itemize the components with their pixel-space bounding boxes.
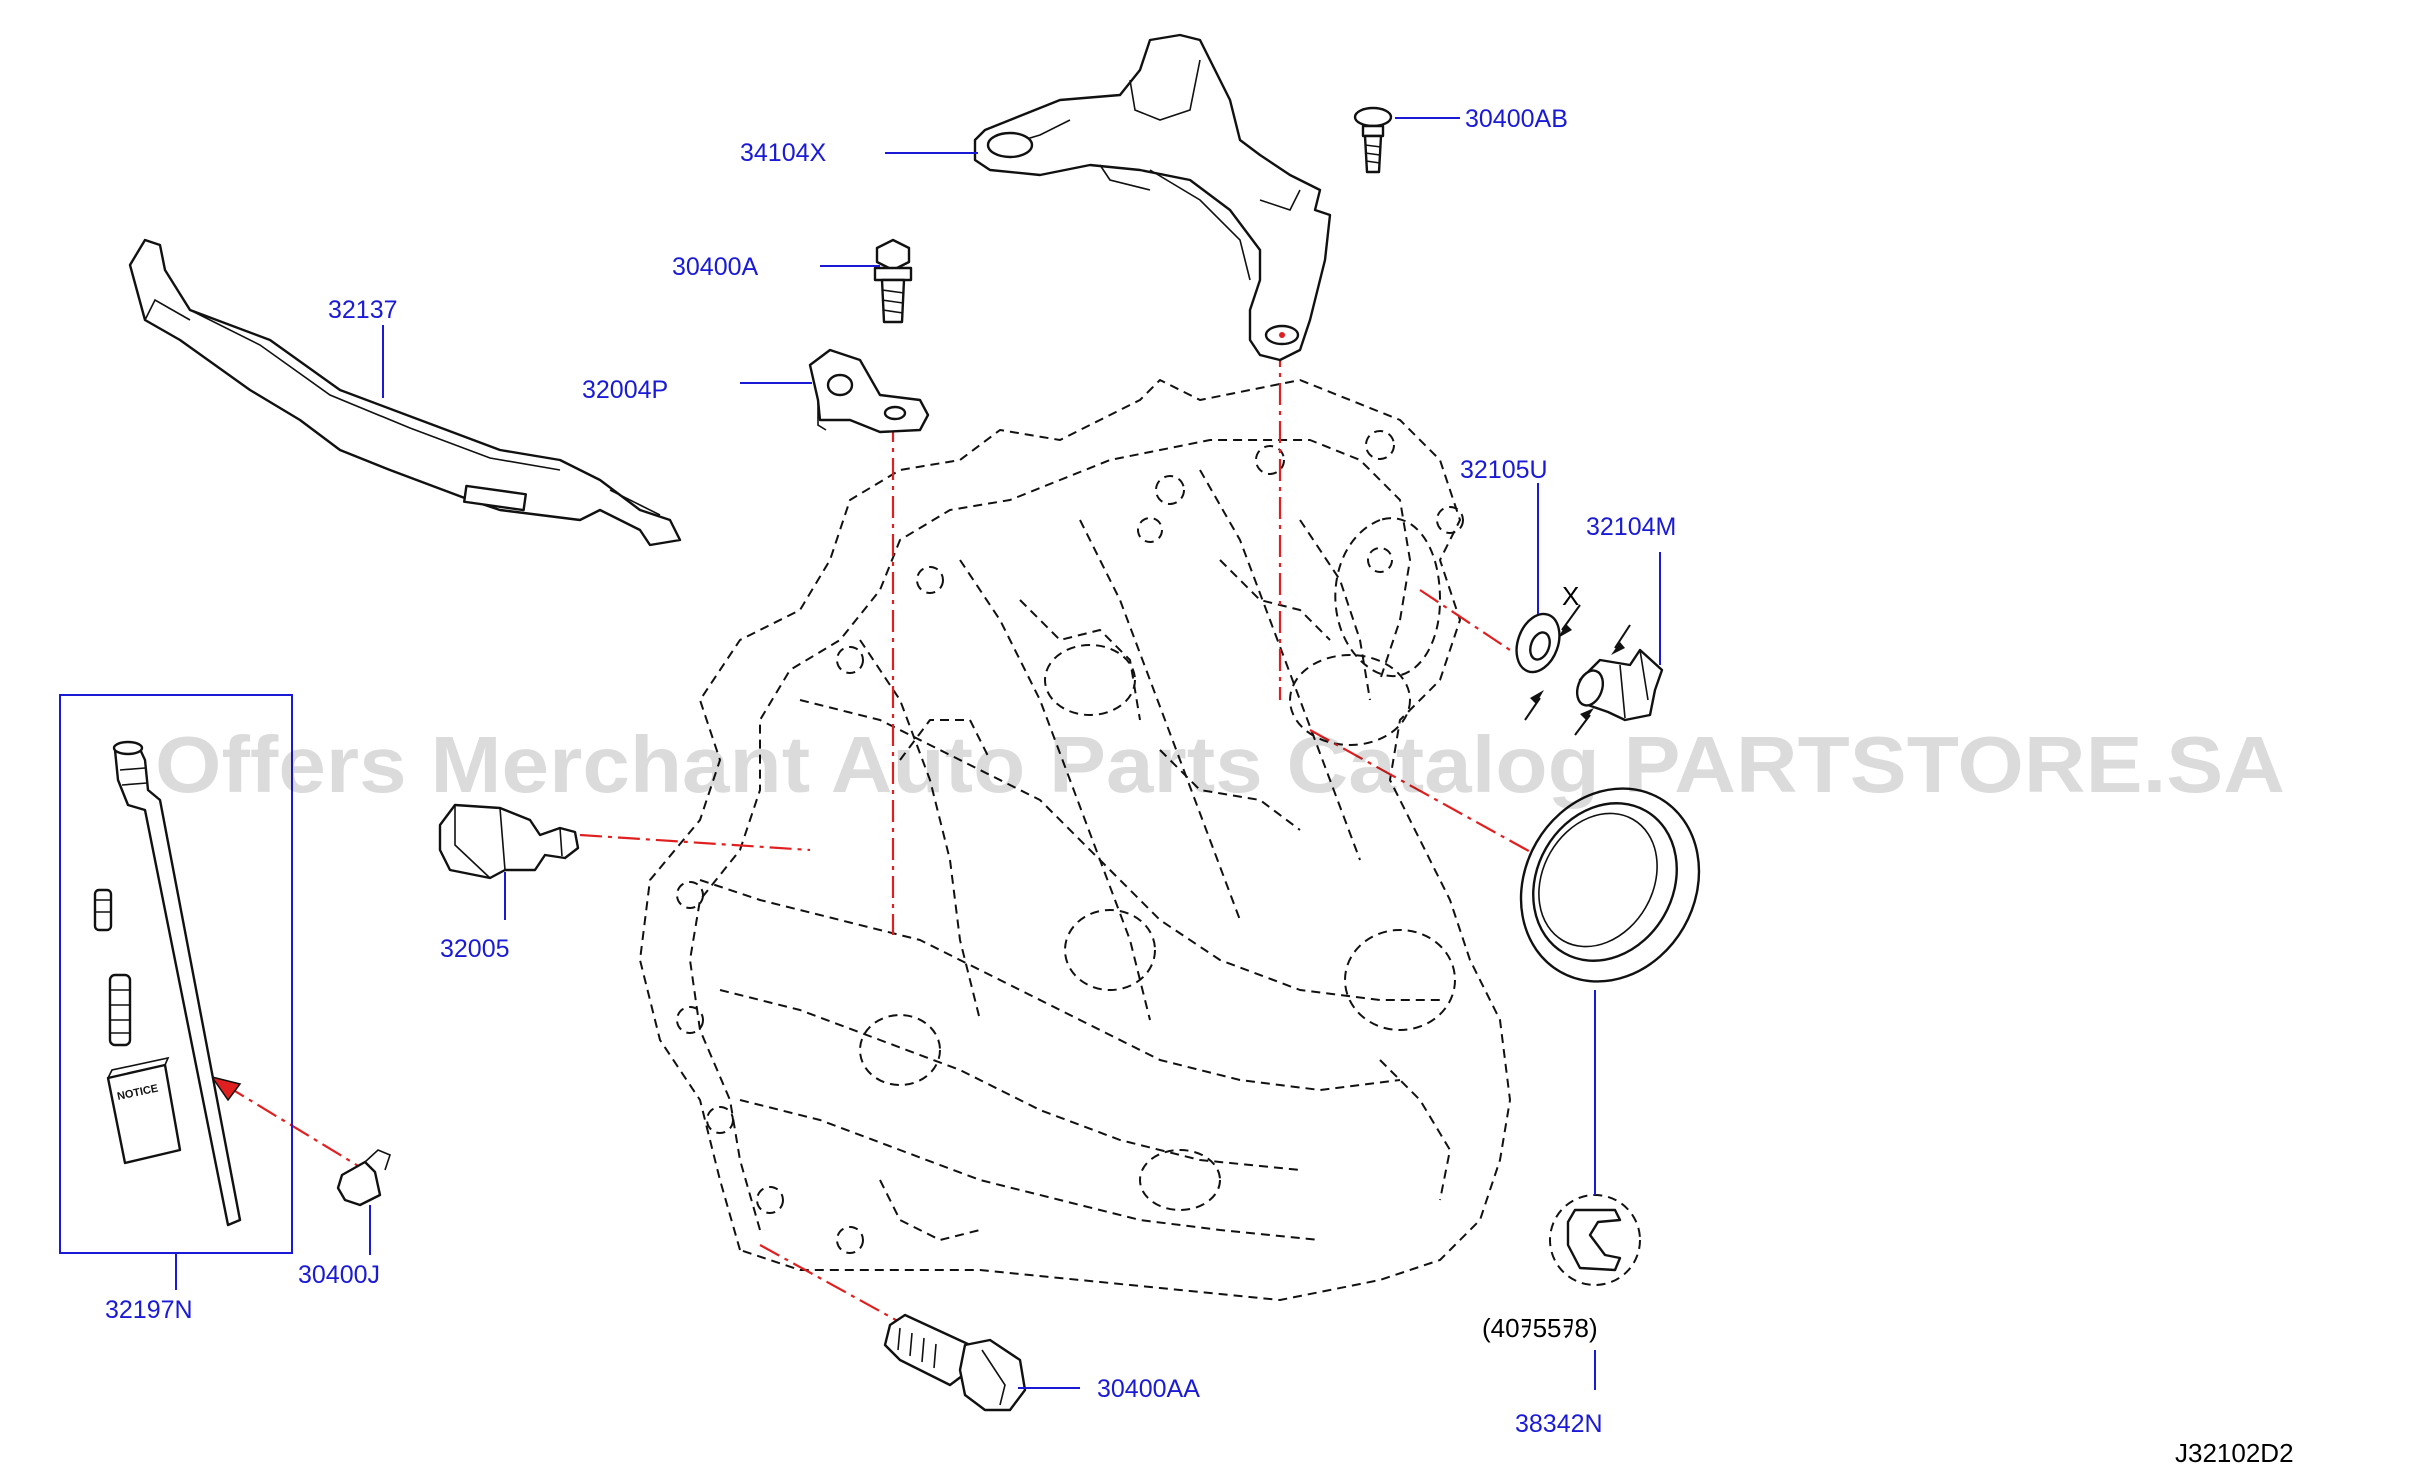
label-30400AA: 30400AA bbox=[1097, 1375, 1200, 1403]
fitting-small bbox=[93, 888, 113, 932]
label-32004P: 32004P bbox=[582, 376, 668, 404]
part-30400A-bolt bbox=[873, 238, 913, 324]
fitting-stacked bbox=[108, 973, 132, 1047]
leader-lines bbox=[175, 117, 1661, 1390]
seal-size-note: (40ｦ55ｦ8) bbox=[1482, 1313, 1598, 1343]
label-30400J: 30400J bbox=[298, 1261, 380, 1289]
part-32005-switch bbox=[438, 803, 580, 880]
label-30400AB: 30400AB bbox=[1465, 105, 1568, 133]
part-32004P-bracket bbox=[808, 348, 930, 434]
part-38342N-oil-seal bbox=[1519, 787, 1701, 983]
kit-32197N-contents: NOTICE bbox=[93, 740, 242, 1227]
label-32137: 32137 bbox=[328, 296, 398, 324]
dimension-x-label: X bbox=[1562, 581, 1579, 611]
label-32104M: 32104M bbox=[1586, 513, 1676, 541]
notice-booklet: NOTICE bbox=[106, 1056, 182, 1165]
transmission-case-outline bbox=[639, 379, 1511, 1301]
part-34104X-bracket bbox=[973, 33, 1332, 362]
seal-section-detail bbox=[1549, 1194, 1641, 1286]
label-34104X: 34104X bbox=[740, 139, 827, 167]
arrow-head-icon bbox=[210, 1075, 242, 1102]
label-32197N: 32197N bbox=[105, 1296, 193, 1324]
diagram-code: J32102D2 bbox=[2175, 1438, 2294, 1468]
label-30400A: 30400A bbox=[672, 253, 759, 281]
part-labels: 34104X 30400AB 30400A 32137 32004P 32105… bbox=[105, 105, 2294, 1468]
dimension-arrows: X bbox=[1524, 581, 1631, 736]
part-32104M-plug bbox=[1575, 648, 1664, 722]
label-32105U: 32105U bbox=[1460, 456, 1548, 484]
label-38342N: 38342N bbox=[1515, 1410, 1603, 1438]
part-30400AA-bolt bbox=[883, 1313, 1027, 1412]
label-32005: 32005 bbox=[440, 935, 510, 963]
part-32105U-washer bbox=[1515, 612, 1561, 674]
part-30400AB-bolt bbox=[1353, 106, 1393, 174]
part-32137-plate bbox=[128, 238, 682, 547]
part-30400J-clip bbox=[336, 1149, 391, 1207]
watermark-text: Offers Merchant Auto Parts Catalog PARTS… bbox=[155, 720, 2285, 809]
assembly-centerlines bbox=[210, 345, 1546, 1326]
